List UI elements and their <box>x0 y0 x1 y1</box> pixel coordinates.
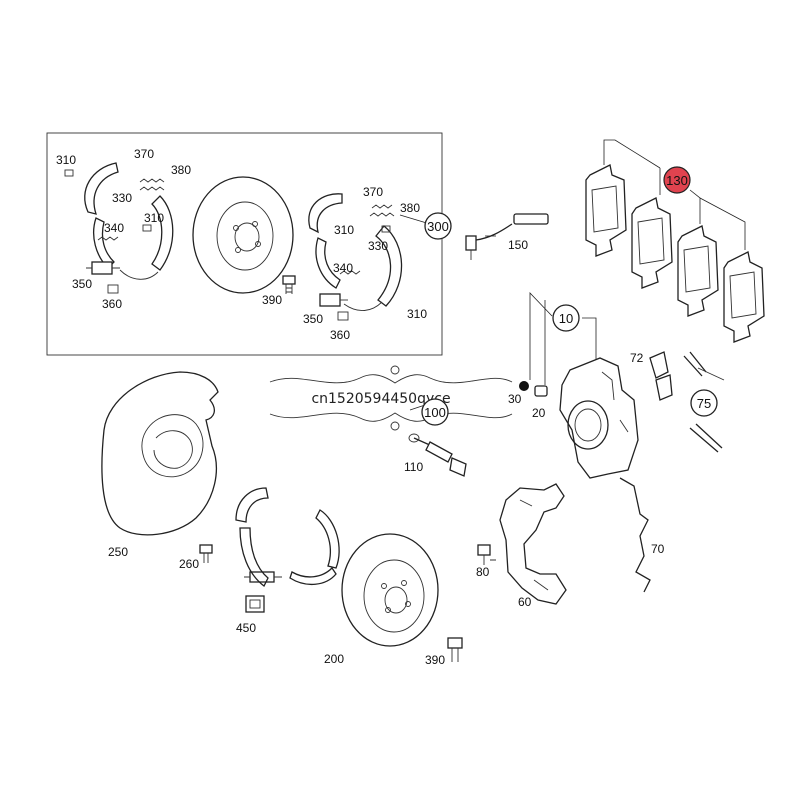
bolt-260 <box>199 544 213 563</box>
label-450: 450 <box>236 621 256 635</box>
springs-left <box>64 169 165 241</box>
bolt-390-upper <box>282 275 296 294</box>
wear-sensor <box>465 213 549 260</box>
label-360-b: 360 <box>330 328 350 342</box>
label-350-b: 350 <box>303 312 323 326</box>
caliper-leaders <box>529 292 597 385</box>
guide-bolts-75 <box>683 351 725 453</box>
parking-shoes-lower <box>235 487 340 587</box>
label-110: 110 <box>404 460 423 474</box>
adjuster-left <box>86 261 120 294</box>
label-360-a: 360 <box>102 297 122 311</box>
cap-20 <box>534 385 548 397</box>
label-330-a: 330 <box>112 191 132 205</box>
brake-shoe-left-pair <box>84 162 174 280</box>
label-20: 20 <box>532 406 546 420</box>
label-72: 72 <box>630 351 644 365</box>
label-10: 10 <box>559 311 573 326</box>
watermark: cn1520594450qyce <box>262 365 513 431</box>
label-340-a: 340 <box>104 221 124 235</box>
circle-10: 10 <box>552 304 580 332</box>
retaining-clip-72 <box>649 351 673 401</box>
label-390-a: 390 <box>262 293 282 307</box>
label-150: 150 <box>508 238 528 252</box>
bolt-390-lower <box>447 637 463 662</box>
label-310-d: 310 <box>407 307 427 321</box>
brake-disc <box>341 533 439 647</box>
bolt-80 <box>477 544 496 565</box>
label-300: 300 <box>427 219 449 234</box>
pad-leaders <box>603 139 746 250</box>
label-380-b: 380 <box>400 201 420 215</box>
adjuster-450 <box>244 571 282 613</box>
circle-130: 130 <box>663 166 691 194</box>
brake-disc-drum <box>192 176 294 294</box>
label-200: 200 <box>324 652 344 666</box>
label-75: 75 <box>697 396 711 411</box>
circle-75: 75 <box>690 389 718 417</box>
label-380-a: 380 <box>171 163 191 177</box>
label-370-b: 370 <box>363 185 383 199</box>
label-100: 100 <box>424 405 446 420</box>
parking-brake-kit-frame <box>46 132 443 356</box>
backing-plate <box>101 371 219 536</box>
label-70: 70 <box>651 542 665 556</box>
caliper-carrier <box>499 483 567 605</box>
label-330-b: 330 <box>368 239 388 253</box>
label-80: 80 <box>476 565 490 579</box>
anti-rattle-spring-70 <box>619 477 651 593</box>
label-30: 30 <box>508 392 522 406</box>
label-310-a: 310 <box>56 153 76 167</box>
circle-100: 100 <box>421 398 449 426</box>
watermark-text: cn1520594450qyce <box>311 391 450 407</box>
label-310-b: 310 <box>144 211 164 225</box>
bleeder-screw-30 <box>519 381 529 391</box>
label-260: 260 <box>179 557 199 571</box>
brake-caliper <box>559 357 639 479</box>
label-340-b: 340 <box>333 261 353 275</box>
springs-right <box>339 204 395 275</box>
adjuster-right <box>319 293 349 321</box>
label-60: 60 <box>518 595 532 609</box>
brake-shoe-right-pair <box>308 193 403 311</box>
label-130: 130 <box>666 173 688 188</box>
brake-pads <box>585 164 765 343</box>
label-350-a: 350 <box>72 277 92 291</box>
guide-pin-110 <box>408 433 467 477</box>
label-370-a: 370 <box>134 147 154 161</box>
circle-300: 300 <box>424 212 452 240</box>
label-250: 250 <box>108 545 128 559</box>
label-390-b: 390 <box>425 653 445 667</box>
label-310-c: 310 <box>334 223 354 237</box>
